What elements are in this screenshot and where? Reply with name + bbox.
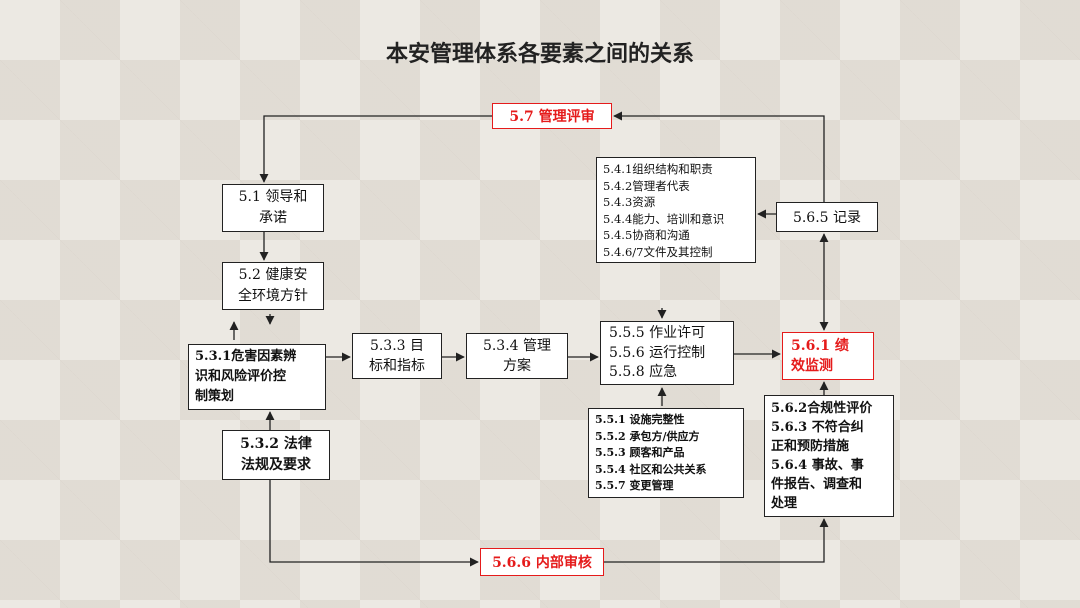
evaluation-line-3: 正和预防措施 <box>771 439 850 454</box>
hazard-line-1: 5.3.1危害因素辨 <box>195 349 297 364</box>
organization-line-6: 5.4.6/7文件及其控制 <box>603 244 713 259</box>
evaluation-line-2: 5.6.3 不符合纠 <box>771 420 864 435</box>
objectives-line-2: 标和指标 <box>369 358 425 374</box>
monitoring-line-2: 效监测 <box>791 358 833 374</box>
performance-monitoring-box: 5.6.1 绩 效监测 <box>782 332 874 380</box>
legal-line-2: 法规及要求 <box>241 457 311 473</box>
legal-requirements-box: 5.3.2 法律 法规及要求 <box>222 430 330 480</box>
support-line-1: 5.5.1 设施完整性 <box>595 413 685 426</box>
support-line-3: 5.5.3 顾客和产品 <box>595 446 685 459</box>
program-line-1: 5.3.4 管理 <box>482 338 552 354</box>
diagram-title: 本安管理体系各要素之间的关系 <box>385 42 694 67</box>
monitoring-line-1: 5.6.1 绩 <box>791 338 849 354</box>
evaluation-line-5: 件报告、调查和 <box>771 477 863 492</box>
policy-line-1: 5.2 健康安 <box>238 267 308 283</box>
operation-line-1: 5.5.5 作业许可 <box>609 325 706 341</box>
arrow-legal-to-audit <box>269 480 479 567</box>
support-line-2: 5.5.2 承包方/供应方 <box>595 429 700 443</box>
organization-line-1: 5.4.1组织结构和职责 <box>603 162 713 176</box>
evaluation-line-6: 处理 <box>771 496 798 511</box>
management-review-label: 5.7 管理评审 <box>509 109 595 125</box>
leadership-line-2: 承诺 <box>259 210 287 226</box>
arrow-record-to-review <box>613 111 825 202</box>
record-label: 5.6.5 记录 <box>792 210 862 226</box>
internal-audit-label: 5.6.6 内部审核 <box>492 555 592 571</box>
evaluation-line-4: 5.6.4 事故、事 <box>771 458 864 473</box>
organization-line-5: 5.4.5协商和沟通 <box>603 228 690 242</box>
objectives-line-1: 5.3.3 目 <box>369 338 425 354</box>
evaluation-line-1: 5.6.2合规性评价 <box>771 401 873 416</box>
internal-audit-box: 5.6.6 内部审核 <box>480 548 604 576</box>
support-elements-box: 5.5.1 设施完整性 5.5.2 承包方/供应方 5.5.3 顾客和产品 5.… <box>588 408 744 498</box>
organization-line-3: 5.4.3资源 <box>603 195 656 209</box>
support-line-5: 5.5.7 变更管理 <box>595 479 674 492</box>
organization-line-2: 5.4.2管理者代表 <box>603 178 690 193</box>
operation-control-box: 5.5.5 作业许可 5.5.6 运行控制 5.5.8 应急 <box>600 321 734 385</box>
policy-line-2: 全环境方针 <box>238 288 308 304</box>
support-line-4: 5.5.4 社区和公共关系 <box>595 462 707 476</box>
leadership-line-1: 5.1 领导和 <box>238 189 308 205</box>
objectives-box: 5.3.3 目 标和指标 <box>352 333 442 379</box>
management-program-box: 5.3.4 管理 方案 <box>466 333 568 379</box>
operation-line-2: 5.5.6 运行控制 <box>609 344 706 361</box>
management-review-box: 5.7 管理评审 <box>492 103 612 129</box>
legal-line-1: 5.3.2 法律 <box>240 436 312 452</box>
arrow-review-to-leadership <box>259 115 492 183</box>
program-line-2: 方案 <box>503 358 531 374</box>
record-box: 5.6.5 记录 <box>776 202 878 232</box>
hazard-identification-box: 5.3.1危害因素辨 识和风险评价控 制策划 <box>188 344 326 410</box>
hazard-line-2: 识和风险评价控 <box>195 369 287 384</box>
organization-line-4: 5.4.4能力、培训和意识 <box>603 211 725 226</box>
arrow-audit-to-evaluation <box>604 518 829 563</box>
evaluation-box: 5.6.2合规性评价 5.6.3 不符合纠 正和预防措施 5.6.4 事故、事 … <box>764 395 894 517</box>
hazard-line-3: 制策划 <box>195 389 235 404</box>
operation-line-3: 5.5.8 应急 <box>609 364 678 380</box>
leadership-box: 5.1 领导和 承诺 <box>222 184 324 232</box>
organization-box: 5.4.1组织结构和职责 5.4.2管理者代表 5.4.3资源 5.4.4能力、… <box>596 157 756 263</box>
policy-box: 5.2 健康安 全环境方针 <box>222 262 324 310</box>
